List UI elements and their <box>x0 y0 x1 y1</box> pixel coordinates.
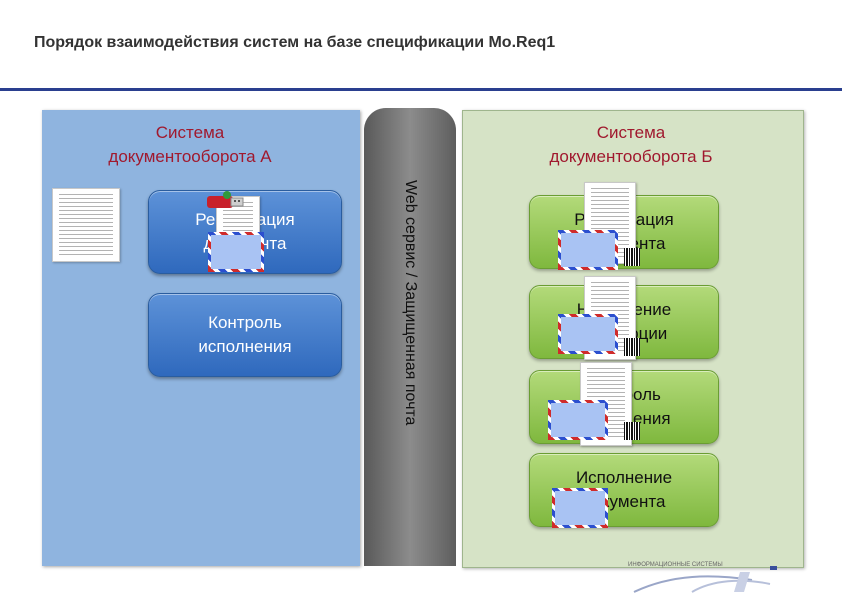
company-logo: ИНФОРМАЦИОННЫЕ СИСТЕМЫ <box>628 560 758 574</box>
transport-label: Web сервис / Защищенная почта <box>402 180 419 426</box>
envelope-icon <box>558 314 618 354</box>
envelope-icon <box>558 230 618 270</box>
envelope-icon <box>548 400 608 440</box>
system-b-title: Система документооборота Б <box>549 123 713 166</box>
usb-flash-icon <box>207 191 244 208</box>
system-a-control-button[interactable]: Контроль исполнения <box>148 293 342 377</box>
system-a-title: Система документооборота А <box>108 123 272 166</box>
envelope-icon <box>552 488 608 528</box>
envelope-icon <box>208 232 264 272</box>
document-icon <box>52 188 120 262</box>
logo-sweep-icon <box>633 572 771 593</box>
transport-channel <box>364 108 456 566</box>
header-rule <box>0 88 842 91</box>
slide-title: Порядок взаимодействия систем на базе сп… <box>34 34 556 51</box>
barcode-icon <box>624 422 640 440</box>
logo-caption: ИНФОРМАЦИОННЫЕ СИСТЕМЫ <box>628 562 723 568</box>
logo-mark <box>770 566 777 570</box>
barcode-icon <box>624 338 640 356</box>
barcode-icon <box>624 248 640 266</box>
